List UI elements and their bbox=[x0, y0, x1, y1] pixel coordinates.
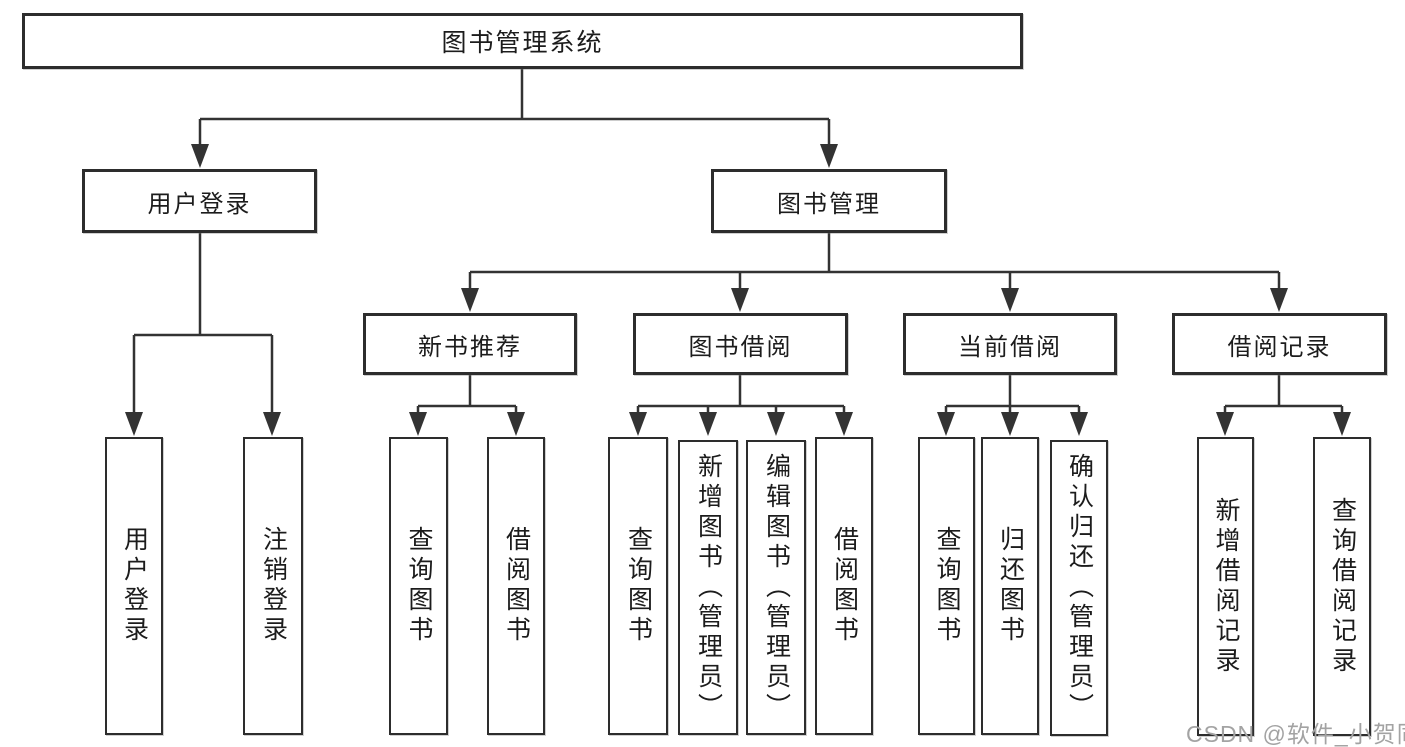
leaf-query-borrow-record-label: 查询借阅记录 bbox=[1328, 496, 1357, 677]
node-current-borrowing: 当前借阅 bbox=[903, 313, 1117, 375]
leaf-borrow-books-recommend: 借阅图书 bbox=[487, 437, 545, 735]
leaf-confirm-return-admin-label: 确认归还（管理员） bbox=[1065, 453, 1094, 723]
leaf-edit-books-admin: 编辑图书（管理员） bbox=[746, 440, 806, 735]
leaf-add-borrow-record-label: 新增借阅记录 bbox=[1212, 496, 1240, 677]
leaf-query-books-borrow-label: 查询图书 bbox=[624, 526, 653, 646]
leaf-logout: 注销登录 bbox=[243, 437, 303, 735]
node-borrowing-records: 借阅记录 bbox=[1172, 313, 1387, 375]
leaf-return-books: 归还图书 bbox=[981, 437, 1039, 735]
leaf-add-borrow-record: 新增借阅记录 bbox=[1197, 437, 1254, 736]
leaf-user-login-label: 用户登录 bbox=[120, 526, 149, 646]
leaf-query-books-current-label: 查询图书 bbox=[933, 526, 961, 646]
leaf-edit-books-admin-label: 编辑图书（管理员） bbox=[762, 452, 791, 723]
leaf-return-books-label: 归还图书 bbox=[996, 526, 1025, 646]
leaf-borrow-books-recommend-label: 借阅图书 bbox=[502, 526, 531, 646]
leaf-query-borrow-record: 查询借阅记录 bbox=[1313, 437, 1371, 736]
leaf-logout-label: 注销登录 bbox=[259, 526, 288, 646]
leaf-borrow-books: 借阅图书 bbox=[815, 437, 873, 735]
leaf-query-books-borrow: 查询图书 bbox=[608, 437, 668, 735]
leaf-user-login: 用户登录 bbox=[105, 437, 163, 735]
leaf-query-books-recommend: 查询图书 bbox=[389, 437, 448, 735]
node-book-borrowing: 图书借阅 bbox=[633, 313, 848, 375]
leaf-borrow-books-label: 借阅图书 bbox=[830, 526, 859, 646]
node-user-login-branch: 用户登录 bbox=[82, 169, 317, 233]
leaf-confirm-return-admin: 确认归还（管理员） bbox=[1050, 440, 1108, 736]
node-new-book-recommend: 新书推荐 bbox=[363, 313, 577, 375]
watermark: CSDN @软件_小贺同学 bbox=[1186, 721, 1405, 747]
node-root: 图书管理系统 bbox=[22, 13, 1023, 69]
leaf-query-books-recommend-label: 查询图书 bbox=[405, 526, 433, 646]
node-book-management: 图书管理 bbox=[711, 169, 947, 233]
leaf-query-books-current: 查询图书 bbox=[918, 437, 975, 735]
leaf-add-books-admin: 新增图书（管理员） bbox=[678, 440, 738, 735]
leaf-add-books-admin-label: 新增图书（管理员） bbox=[694, 452, 723, 723]
